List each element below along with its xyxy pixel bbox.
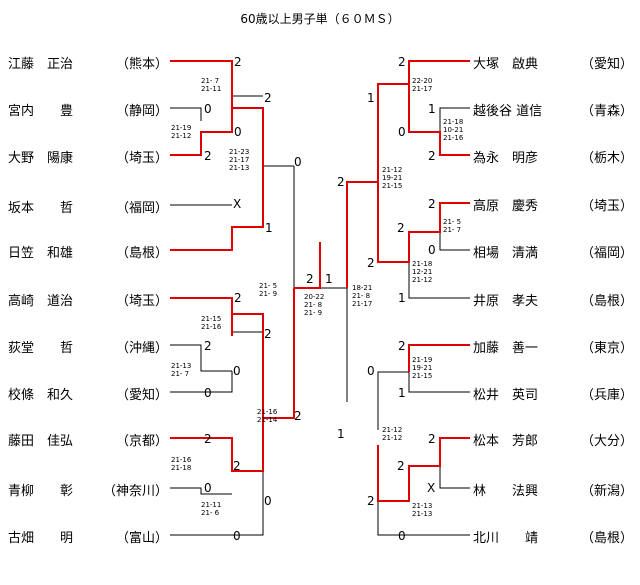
score: 2 (264, 327, 272, 341)
score: 2 (398, 55, 406, 69)
final-score-right: 1 (325, 272, 333, 286)
game-scores: 21-18 10-21 21-16 (443, 118, 464, 142)
score: 1 (398, 386, 406, 400)
game-scores: 21-19 21-12 (171, 124, 192, 140)
game-scores: 21- 5 21- 9 (259, 282, 278, 298)
score: 0 (204, 386, 212, 400)
score: 2 (428, 149, 436, 163)
game-scores: 21-18 12-21 21-12 (412, 260, 433, 284)
score: 0 (204, 481, 212, 495)
score: 0 (398, 529, 406, 543)
game-scores: 21-19 19-21 21-15 (412, 356, 433, 380)
score: 2 (397, 459, 405, 473)
game-scores: 21-23 21-17 21-13 (229, 148, 250, 172)
game-scores: 21-13 21- 7 (171, 362, 192, 378)
score: 0 (233, 529, 241, 543)
game-scores: 21-15 21-16 (201, 315, 222, 331)
score: 0 (204, 102, 212, 116)
score: 2 (204, 339, 212, 353)
game-scores: 18-21 21- 8 21-17 (352, 284, 373, 308)
score: 2 (234, 55, 242, 69)
bracket-title: 60歳以上男子単（６０ＭＳ） (240, 12, 400, 26)
score: 2 (204, 149, 212, 163)
game-scores: 21-11 21- 6 (201, 501, 222, 517)
score: 1 (428, 102, 436, 116)
score: 1 (367, 91, 375, 105)
score: 1 (398, 291, 406, 305)
score: 0 (428, 243, 436, 257)
walkover-mark: X (427, 481, 436, 495)
game-scores: 21-12 21-12 (382, 426, 403, 442)
score: 2 (264, 91, 272, 105)
score: 2 (367, 256, 375, 270)
walkover-mark: X (233, 197, 242, 211)
score: 0 (294, 155, 302, 169)
score: 2 (367, 494, 375, 508)
score: 1 (265, 221, 273, 235)
score: 2 (428, 197, 436, 211)
score: 2 (234, 291, 242, 305)
score: 0 (234, 125, 242, 139)
score: 0 (233, 364, 241, 378)
score: 2 (337, 175, 345, 189)
final-score-left: 2 (306, 272, 314, 286)
score: 2 (398, 339, 406, 353)
game-scores: 21- 7 21-11 (201, 77, 222, 93)
score: 1 (337, 427, 345, 441)
score: 2 (428, 432, 436, 446)
game-scores: 21-16 21-18 (171, 456, 192, 472)
final-game-scores: 20-22 21- 8 21- 9 (304, 293, 325, 317)
game-scores: 22-20 21-17 (412, 77, 433, 93)
score: 0 (398, 125, 406, 139)
score: 0 (264, 494, 272, 508)
score: 0 (367, 364, 375, 378)
game-scores: 21-16 21-14 (257, 408, 278, 424)
game-scores: 21- 5 21- 7 (443, 218, 462, 234)
score: 2 (204, 432, 212, 446)
game-scores: 21-12 19-21 21-15 (382, 166, 403, 190)
score: 2 (294, 409, 302, 423)
game-scores: 21-13 21-13 (412, 502, 433, 518)
score: 2 (233, 459, 241, 473)
score: 2 (397, 221, 405, 235)
